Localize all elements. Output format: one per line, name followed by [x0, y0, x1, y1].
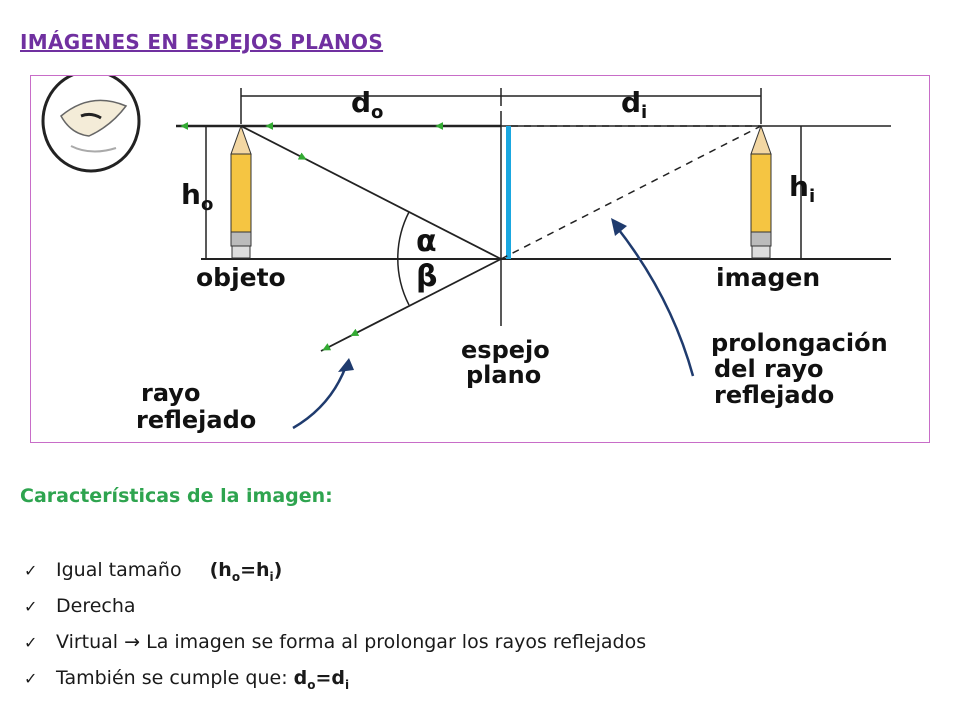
image-height-dimension: hi [789, 126, 815, 259]
del-rayo-label: del rayo [714, 355, 823, 383]
list-item: ✓Virtual → La imagen se forma al prolong… [24, 624, 646, 660]
object-pencil [230, 124, 252, 259]
reflejado2-label: reflejado [714, 381, 834, 409]
do-label: do [351, 86, 383, 123]
prolongation-ray [500, 125, 762, 260]
list-item: ✓También se cumple que: do=di [24, 660, 646, 696]
check-icon: ✓ [24, 669, 38, 688]
diagram-svg: do di ho hi [41, 76, 891, 434]
check-icon: ✓ [24, 561, 38, 580]
imagen-label: imagen [716, 263, 820, 292]
list-item: ✓Derecha [24, 588, 646, 624]
objeto-label: objeto [196, 263, 286, 292]
check-icon: ✓ [24, 633, 38, 652]
distance-dimension: do di [240, 86, 762, 124]
object-height-dimension: ho [181, 126, 213, 259]
characteristics-list: ✓Igual tamaño (ho=hi) ✓Derecha ✓Virtual … [24, 552, 646, 696]
equal-distance-formula: do=di [293, 667, 350, 692]
curved-arrow-left [292, 365, 348, 430]
di-label: di [621, 86, 647, 123]
rayo-label: rayo [141, 379, 200, 407]
curved-arrow-right [615, 225, 695, 377]
image-pencil [750, 124, 772, 259]
characteristics-heading: Características de la imagen: [20, 485, 333, 507]
espejo-label: espejo [461, 336, 550, 364]
svg-text:hi: hi [789, 170, 815, 207]
beta-label: β [416, 259, 437, 294]
plano-label: plano [466, 361, 541, 389]
eye-icon [41, 76, 141, 173]
equal-height-formula: (ho=hi) [209, 559, 283, 584]
svg-text:ho: ho [181, 178, 213, 215]
arrow-right-icon: → [124, 631, 141, 653]
reflejado-label: reflejado [136, 406, 256, 434]
list-item: ✓Igual tamaño (ho=hi) [24, 552, 646, 588]
mirror-diagram: do di ho hi [30, 75, 930, 443]
alpha-label: α [416, 224, 437, 259]
angle-arc [397, 211, 410, 306]
plane-mirror [506, 126, 511, 259]
prolongacion-label: prolongación [711, 329, 888, 357]
check-icon: ✓ [24, 597, 38, 616]
page-title: IMÁGENES EN ESPEJOS PLANOS [20, 30, 384, 54]
incident-ray [240, 125, 502, 260]
